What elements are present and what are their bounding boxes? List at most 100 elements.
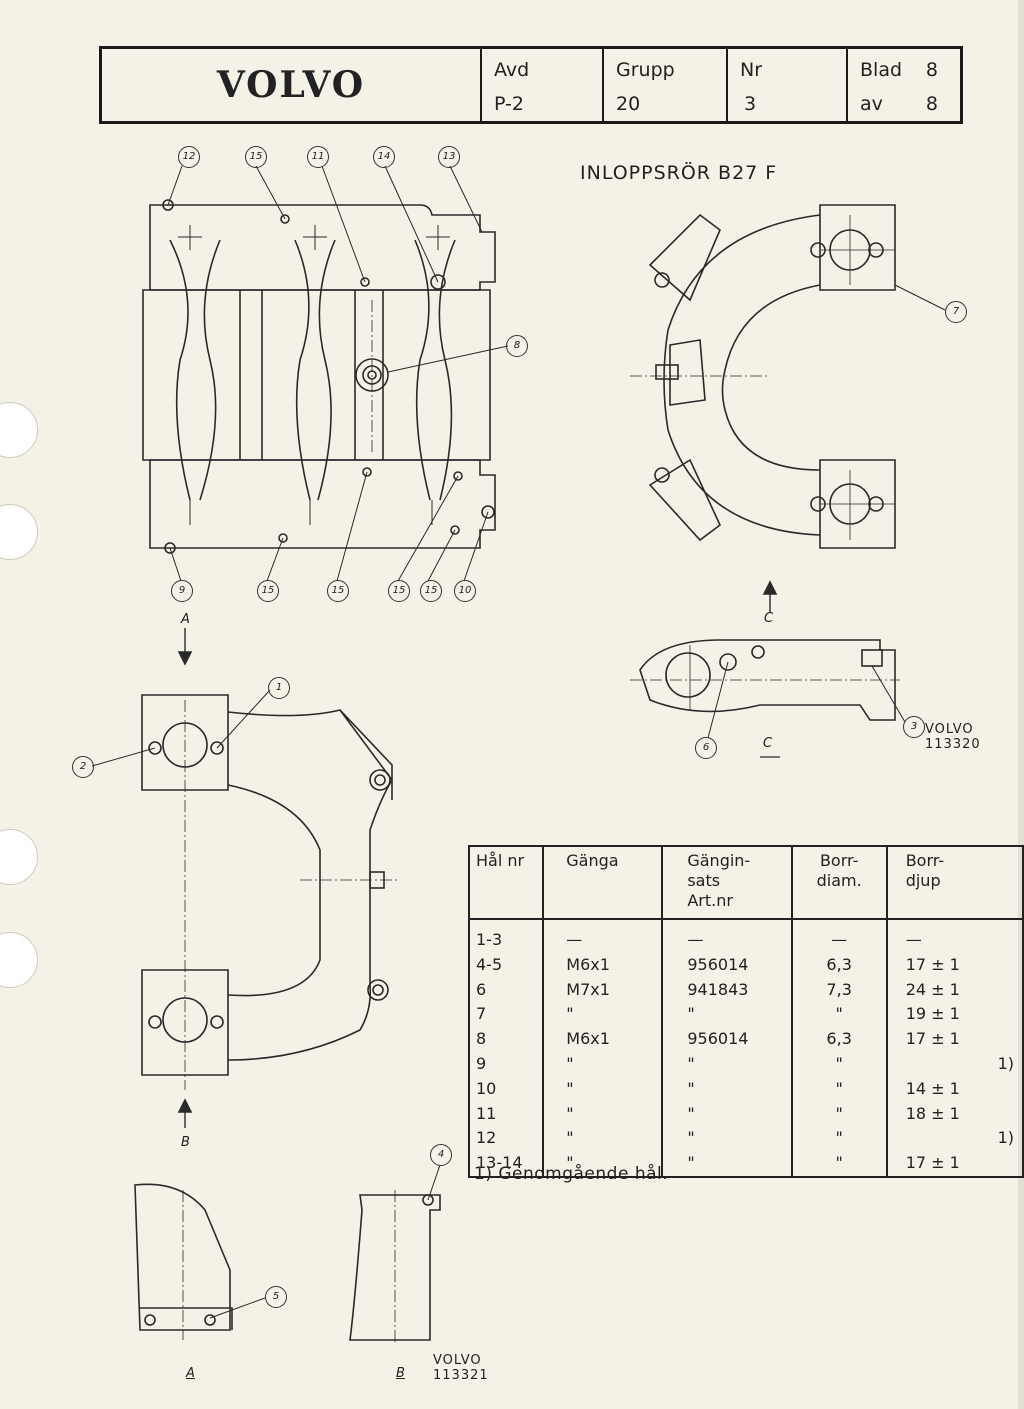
footnote-reference: 1) xyxy=(997,1053,1014,1073)
view-label-a: A xyxy=(181,612,190,627)
callout-2: 2 xyxy=(72,756,94,778)
blad-value: 8 xyxy=(925,59,938,81)
footnote: 1) Genomgående hål. xyxy=(474,1164,669,1184)
callout-1: 1 xyxy=(268,677,290,699)
cell-borr-djup: 17 ± 1 xyxy=(885,1151,1024,1178)
callout-15: 15 xyxy=(420,580,442,602)
table-header-row: Hål nr Gänga Gängin- sats Art.nr Borr- d… xyxy=(467,845,1024,920)
callout-15: 15 xyxy=(257,580,279,602)
callout-8: 8 xyxy=(506,335,528,357)
callout-14: 14 xyxy=(373,146,395,168)
callout-10: 10 xyxy=(454,580,476,602)
callout-4: 4 xyxy=(430,1144,452,1166)
table-row: 11"""18 ± 1 xyxy=(467,1101,1024,1127)
cell-value: — xyxy=(905,930,922,949)
cell-borr-djup: 14 ± 1 xyxy=(885,1076,1024,1102)
detail-label-a: A xyxy=(186,1366,195,1381)
callout-6: 6 xyxy=(695,737,717,759)
header-borr-diam: Borr- diam. xyxy=(790,845,888,920)
cell-art-nr: 956014 xyxy=(661,1027,793,1052)
side-view-manifold xyxy=(630,204,946,549)
cell-borr-diam: 7,3 xyxy=(790,977,888,1003)
nr-value: 3 xyxy=(744,93,757,115)
cell-value: 14 ± 1 xyxy=(905,1078,960,1098)
nr-label: Nr xyxy=(740,59,763,81)
cell-hal-nr: 12 xyxy=(467,1126,545,1152)
table-row: 12"""1) xyxy=(467,1126,1024,1152)
cell-art-nr: 956014 xyxy=(661,952,793,978)
cell-art-nr: " xyxy=(661,1076,793,1102)
cell-borr-diam: 6,3 xyxy=(790,1027,888,1052)
drawing-title: INLOPPSRÖR B27 F xyxy=(580,162,778,184)
callout-15: 15 xyxy=(245,146,267,168)
header-hal-nr: Hål nr xyxy=(467,845,545,920)
cell-hal-nr: 8 xyxy=(467,1027,545,1052)
cell-art-nr: — xyxy=(661,919,793,953)
cell-art-nr: " xyxy=(661,1002,793,1028)
cell-hal-nr: 4-5 xyxy=(467,952,545,978)
table-row: 7"""19 ± 1 xyxy=(467,1002,1024,1028)
cell-borr-diam: — xyxy=(790,919,888,953)
callout-12: 12 xyxy=(178,146,200,168)
stamp-number: 113321 xyxy=(433,1368,489,1383)
cell-value: 19 ± 1 xyxy=(905,1004,960,1024)
cell-art-nr: 941843 xyxy=(661,977,793,1003)
cell-borr-diam: " xyxy=(790,1076,888,1102)
cell-borr-diam: 6,3 xyxy=(790,952,888,978)
cell-hal-nr: 9 xyxy=(467,1051,545,1077)
cell-hal-nr: 1-3 xyxy=(467,919,545,953)
callout-13: 13 xyxy=(438,146,460,168)
cell-ganga: " xyxy=(542,1126,664,1152)
cell-hal-nr: 7 xyxy=(467,1002,545,1028)
cell-value: 24 ± 1 xyxy=(905,979,960,999)
table-row: 10"""14 ± 1 xyxy=(467,1076,1024,1102)
cell-value: 18 ± 1 xyxy=(905,1103,960,1123)
grupp-label: Grupp xyxy=(616,59,675,81)
av-label: av xyxy=(860,93,883,115)
cell-borr-diam: " xyxy=(790,1151,888,1178)
cell-borr-djup: 24 ± 1 xyxy=(885,977,1024,1003)
table-row: 13-14"""17 ± 1 xyxy=(467,1151,1024,1178)
table-row: 9"""1) xyxy=(467,1051,1024,1077)
section-c xyxy=(630,580,906,758)
header-ganga: Gänga xyxy=(542,845,664,920)
av-value: 8 xyxy=(925,93,938,115)
cell-borr-djup: 19 ± 1 xyxy=(885,1002,1024,1028)
volvo-logo: VOLVO xyxy=(102,49,482,121)
cell-art-nr: " xyxy=(661,1101,793,1127)
cell-value: 17 ± 1 xyxy=(905,954,960,974)
header-borr-djup: Borr- djup xyxy=(885,845,1024,920)
top-view-manifold xyxy=(142,165,509,582)
cell-borr-djup: — xyxy=(885,919,1024,953)
cell-borr-diam: " xyxy=(790,1002,888,1028)
callout-3: 3 xyxy=(903,716,925,738)
table-row: 1-3———— xyxy=(467,919,1024,953)
cell-value: 17 ± 1 xyxy=(905,1153,960,1173)
cell-ganga: M6x1 xyxy=(542,952,664,978)
title-block: VOLVO Avd P-2 Grupp 20 Nr 3 Blad 8 av 8 xyxy=(99,46,963,124)
avd-label: Avd xyxy=(494,59,530,81)
detail-label-b: B xyxy=(396,1366,405,1381)
cell-borr-diam: " xyxy=(790,1126,888,1152)
callout-15: 15 xyxy=(327,580,349,602)
view-label-b: B xyxy=(181,1135,190,1150)
cell-borr-djup: 1) xyxy=(885,1051,1024,1077)
cell-ganga: " xyxy=(542,1151,664,1178)
cell-ganga: " xyxy=(542,1076,664,1102)
view-label-c: C xyxy=(764,611,774,626)
callout-7: 7 xyxy=(945,301,967,323)
cell-ganga: " xyxy=(542,1101,664,1127)
cell-hal-nr: 11 xyxy=(467,1101,545,1127)
volvo-stamp-113320: VOLVO 113320 xyxy=(925,722,981,752)
cell-borr-djup: 18 ± 1 xyxy=(885,1101,1024,1127)
page-edge xyxy=(1018,0,1024,1409)
cell-art-nr: " xyxy=(661,1151,793,1178)
header-gangin-sats: Gängin- sats Art.nr xyxy=(661,845,793,920)
grupp-cell: Grupp 20 xyxy=(604,49,728,121)
section-label-c: C xyxy=(763,736,773,751)
cell-borr-djup: 17 ± 1 xyxy=(885,1027,1024,1052)
